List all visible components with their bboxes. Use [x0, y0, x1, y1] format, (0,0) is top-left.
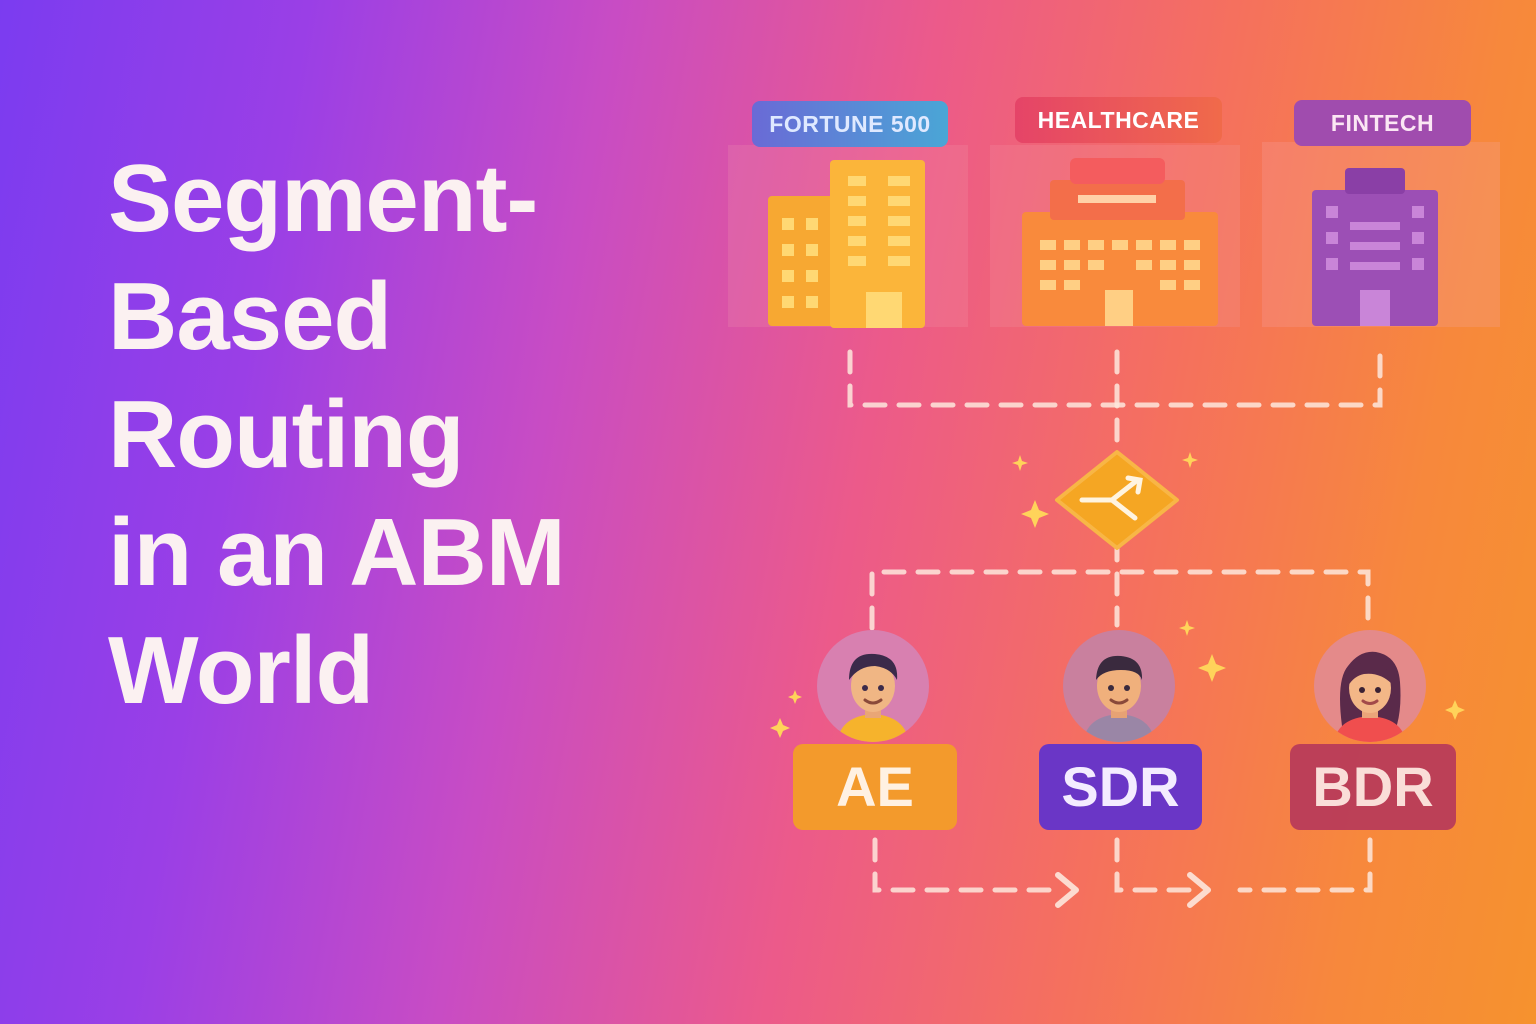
segment-tag-label: HEALTHCARE — [1037, 107, 1200, 133]
title-line: Segment- — [108, 145, 538, 252]
office-tower-icon — [728, 145, 968, 328]
role-box-bdr: BDR — [1290, 744, 1456, 830]
segment-tag-label: FORTUNE 500 — [769, 111, 931, 137]
segment-tag-fortune-500: FORTUNE 500 — [752, 101, 948, 147]
role-box-sdr: SDR — [1039, 744, 1202, 830]
segment-tag-healthcare: HEALTHCARE — [1015, 97, 1222, 143]
ae-avatar — [817, 630, 929, 742]
segment-tag-fintech: FINTECH — [1294, 100, 1471, 146]
role-box-ae: AE — [793, 744, 957, 830]
man-avatar-icon — [1083, 655, 1155, 742]
man-avatar-icon — [837, 653, 909, 742]
role-label: BDR — [1312, 755, 1434, 818]
title-line: World — [108, 617, 374, 724]
woman-avatar-icon — [1334, 651, 1406, 742]
split-arrow-icon — [1055, 450, 1179, 550]
sdr-avatar — [1063, 630, 1175, 742]
title-line: in an ABM — [108, 499, 566, 606]
title-line: Based — [108, 263, 392, 370]
segment-tag-label: FINTECH — [1330, 110, 1435, 136]
top-connectors — [847, 349, 1383, 463]
bank-building-icon — [1262, 142, 1500, 327]
title-line: Routing — [108, 381, 465, 488]
bdr-avatar — [1314, 630, 1426, 742]
arrowheads — [1055, 872, 1211, 908]
role-label: SDR — [1061, 755, 1180, 818]
role-label: AE — [836, 755, 914, 818]
hospital-building-icon — [990, 145, 1240, 327]
page-title: Segment- Based Routing in an ABM World — [108, 140, 668, 730]
